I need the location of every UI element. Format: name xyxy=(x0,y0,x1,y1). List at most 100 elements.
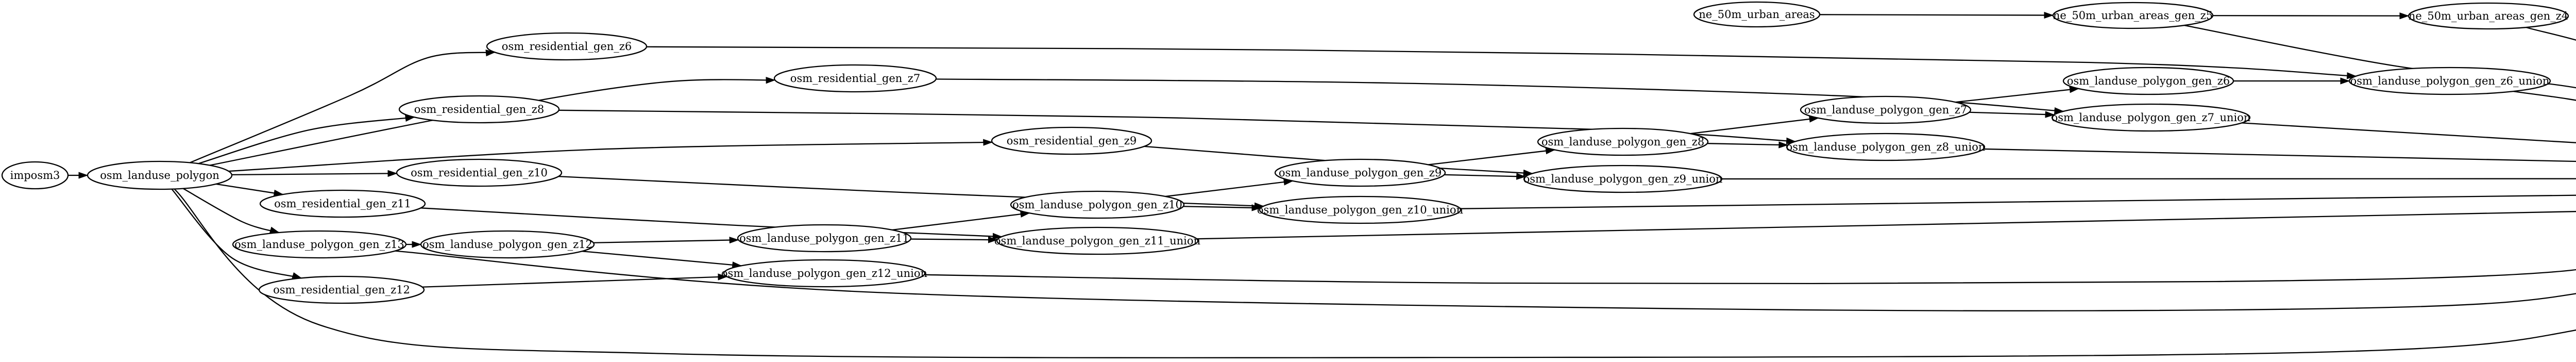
edge-osm_landuse_polygon-to-osm_landuse_polygon_gen_z13 xyxy=(182,188,280,234)
edge-osm_landuse_polygon_gen_z10_union-to-layer_landuse-z10 xyxy=(1460,194,2576,209)
node-osm_landuse_polygon_gen_z13: osm_landuse_polygon_gen_z13 xyxy=(232,230,407,259)
node-label-osm_landuse_polygon_gen_z11: osm_landuse_polygon_gen_z11 xyxy=(739,232,909,244)
edge-osm_landuse_polygon_gen_z10-to-osm_landuse_polygon_gen_z10_union xyxy=(1183,204,1262,211)
edge-osm_landuse_polygon_gen_z10-to-osm_landuse_polygon_gen_z9 xyxy=(1165,178,1294,198)
node-shape-osm_landuse_polygon_gen_z11_union xyxy=(996,226,1199,255)
node-shape-ne_50m_urban_areas_gen_z5 xyxy=(2052,2,2214,29)
edge-ne_50m_urban_areas_gen_z5-to-ne_50m_urban_areas_gen_z4 xyxy=(2212,12,2410,20)
node-shape-osm_residential_gen_z9 xyxy=(991,126,1153,155)
node-shape-osm_landuse_polygon_gen_z6 xyxy=(2062,67,2234,95)
node-shape-osm_landuse_polygon_gen_z10_union xyxy=(1259,195,1462,224)
node-shape-osm_residential_gen_z8 xyxy=(398,95,560,124)
node-shape-imposm3 xyxy=(1,161,69,190)
node-shape-osm_landuse_polygon_gen_z11 xyxy=(737,224,912,253)
node-shape-osm_landuse_polygon_gen_z9_union xyxy=(1523,164,1723,193)
node-label-osm_landuse_polygon_gen_z8_union: osm_landuse_polygon_gen_z8_union xyxy=(1786,141,1986,153)
edge-osm_landuse_polygon-to-osm_residential_gen_z10 xyxy=(231,170,398,177)
node-shape-osm_landuse_polygon_gen_z13 xyxy=(232,230,407,259)
node-osm_landuse_polygon_gen_z9: osm_landuse_polygon_gen_z9 xyxy=(1274,158,1446,187)
node-label-osm_residential_gen_z8: osm_residential_gen_z8 xyxy=(414,103,544,116)
edge-osm_landuse_polygon_gen_z7-to-osm_landuse_polygon_gen_z6 xyxy=(1955,86,2079,103)
node-osm_landuse_polygon_gen_z11_union: osm_landuse_polygon_gen_z11_union xyxy=(994,226,1200,255)
edge-ne_50m_urban_areas_gen_z4-to-layer_landuse-z4 xyxy=(2526,26,2576,41)
edges-layer xyxy=(68,11,2576,358)
edge-osm_landuse_polygon_gen_z9-to-osm_landuse_polygon_gen_z8 xyxy=(1428,147,1556,166)
edge-osm_residential_gen_z6-to-osm_landuse_polygon_gen_z6_union xyxy=(646,46,2357,79)
node-osm_landuse_polygon_gen_z7_union: osm_landuse_polygon_gen_z7_union xyxy=(2051,103,2251,132)
edge-osm_residential_gen_z12-to-osm_landuse_polygon_gen_z12_union xyxy=(422,273,728,288)
edge-osm_landuse_polygon-to-layer_landuse-z14+ xyxy=(174,188,2576,358)
node-osm_landuse_polygon_gen_z12_union: osm_landuse_polygon_gen_z12_union xyxy=(721,259,927,288)
edge-osm_landuse_polygon-to-osm_residential_gen_z8 xyxy=(198,114,415,164)
node-label-ne_50m_urban_areas: ne_50m_urban_areas xyxy=(1699,8,1815,21)
node-osm_landuse_polygon_gen_z8_union: osm_landuse_polygon_gen_z8_union xyxy=(1786,133,1986,161)
edge-osm_landuse_polygon_gen_z7-to-osm_landuse_polygon_gen_z7_union xyxy=(1969,111,2055,118)
node-osm_landuse_polygon_gen_z9_union: osm_landuse_polygon_gen_z9_union xyxy=(1523,164,1723,193)
edge-osm_landuse_polygon-to-osm_residential_gen_z7 xyxy=(209,77,776,166)
edge-osm_landuse_polygon_gen_z8-to-osm_landuse_polygon_gen_z7 xyxy=(1690,116,1819,135)
node-osm_landuse_polygon_gen_z6_union: osm_landuse_polygon_gen_z6_union xyxy=(2348,67,2551,95)
node-label-osm_landuse_polygon: osm_landuse_polygon xyxy=(100,169,219,182)
node-shape-osm_landuse_polygon_gen_z9 xyxy=(1274,158,1446,187)
node-label-osm_landuse_polygon_gen_z9_union: osm_landuse_polygon_gen_z9_union xyxy=(1523,173,1723,185)
node-osm_residential_gen_z8: osm_residential_gen_z8 xyxy=(398,95,560,124)
node-label-osm_landuse_polygon_gen_z13: osm_landuse_polygon_gen_z13 xyxy=(234,238,404,251)
edge-osm_landuse_polygon_gen_z11-to-osm_landuse_polygon_gen_z10 xyxy=(892,210,1030,231)
edge-osm_landuse_polygon_gen_z9-to-osm_landuse_polygon_gen_z9_union xyxy=(1444,173,1527,180)
node-label-osm_residential_gen_z12: osm_residential_gen_z12 xyxy=(273,284,410,296)
node-shape-osm_residential_gen_z7 xyxy=(773,64,937,93)
edge-osm_landuse_polygon_gen_z8-to-osm_landuse_polygon_gen_z8_union xyxy=(1707,141,1789,149)
node-label-osm_landuse_polygon_gen_z10: osm_landuse_polygon_gen_z10 xyxy=(1012,199,1182,211)
edge-osm_landuse_polygon-to-osm_residential_gen_z9 xyxy=(228,139,993,172)
node-label-osm_landuse_polygon_gen_z12: osm_landuse_polygon_gen_z12 xyxy=(422,238,592,251)
node-label-osm_landuse_polygon_gen_z9: osm_landuse_polygon_gen_z9 xyxy=(1279,167,1442,179)
node-label-osm_residential_gen_z10: osm_residential_gen_z10 xyxy=(411,167,548,179)
node-shape-osm_landuse_polygon_gen_z10 xyxy=(1010,190,1185,219)
node-shape-osm_landuse_polygon_gen_z7_union xyxy=(2051,103,2251,132)
node-shape-osm_landuse_polygon_gen_z8 xyxy=(1537,127,1709,156)
node-osm_landuse_polygon_gen_z7: osm_landuse_polygon_gen_z7 xyxy=(1800,95,1972,124)
node-shape-osm_residential_gen_z12 xyxy=(258,275,425,304)
node-ne_50m_urban_areas_gen_z4: ne_50m_urban_areas_gen_z4 xyxy=(2408,2,2569,30)
node-osm_landuse_polygon_gen_z10: osm_landuse_polygon_gen_z10 xyxy=(1010,190,1185,219)
edge-osm_landuse_polygon_gen_z11_union-to-layer_landuse-z11 xyxy=(1196,211,2576,240)
node-shape-ne_50m_urban_areas xyxy=(1693,1,1821,28)
node-osm_landuse_polygon: osm_landuse_polygon xyxy=(87,160,233,190)
node-shape-osm_residential_gen_z6 xyxy=(486,32,648,61)
node-label-imposm3: imposm3 xyxy=(10,169,60,182)
node-osm_landuse_polygon_gen_z10_union: osm_landuse_polygon_gen_z10_union xyxy=(1257,195,1463,224)
edge-osm_landuse_polygon_gen_z12-to-osm_landuse_polygon_gen_z12_union xyxy=(582,251,742,269)
node-label-osm_landuse_polygon_gen_z6: osm_landuse_polygon_gen_z6 xyxy=(2067,75,2230,87)
node-shape-osm_residential_gen_z10 xyxy=(396,158,563,187)
node-shape-osm_landuse_polygon_gen_z12_union xyxy=(723,259,926,288)
node-label-osm_landuse_polygon_gen_z12_union: osm_landuse_polygon_gen_z12_union xyxy=(721,267,927,279)
node-ne_50m_urban_areas_gen_z5: ne_50m_urban_areas_gen_z5 xyxy=(2052,2,2214,29)
node-label-osm_landuse_polygon_gen_z7_union: osm_landuse_polygon_gen_z7_union xyxy=(2052,111,2251,124)
edge-osm_landuse_polygon_gen_z8_union-to-layer_landuse-z8 xyxy=(1983,148,2576,162)
edge-ne_50m_urban_areas-to-ne_50m_urban_areas_gen_z5 xyxy=(1819,11,2054,19)
node-label-osm_residential_gen_z9: osm_residential_gen_z9 xyxy=(1007,135,1137,147)
node-label-osm_residential_gen_z7: osm_residential_gen_z7 xyxy=(790,72,920,85)
node-ne_50m_urban_areas: ne_50m_urban_areas xyxy=(1693,1,1821,28)
node-osm_landuse_polygon_gen_z12: osm_landuse_polygon_gen_z12 xyxy=(420,230,595,259)
edge-osm_landuse_polygon_gen_z12-to-osm_landuse_polygon_gen_z11 xyxy=(593,236,739,244)
node-osm_landuse_polygon_gen_z6: osm_landuse_polygon_gen_z6 xyxy=(2062,67,2234,95)
edge-osm_landuse_polygon_gen_z11-to-osm_landuse_polygon_gen_z11_union xyxy=(910,236,998,243)
node-label-osm_residential_gen_z6: osm_residential_gen_z6 xyxy=(502,40,632,53)
node-osm_landuse_polygon_gen_z8: osm_landuse_polygon_gen_z8 xyxy=(1537,127,1709,156)
node-label-osm_landuse_polygon_gen_z7: osm_landuse_polygon_gen_z7 xyxy=(1804,104,1967,116)
edge-osm_landuse_polygon-to-osm_residential_gen_z6 xyxy=(190,50,496,163)
edge-osm_landuse_polygon_gen_z6_union-to-layer_landuse-z6 xyxy=(2513,90,2576,101)
node-osm_landuse_polygon_gen_z11: osm_landuse_polygon_gen_z11 xyxy=(737,224,912,253)
edge-osm_landuse_polygon_gen_z13-to-layer_landuse-z13 xyxy=(395,250,2576,311)
node-shape-osm_landuse_polygon_gen_z8_union xyxy=(1786,133,1986,161)
node-shape-osm_landuse_polygon_gen_z6_union xyxy=(2348,67,2551,95)
node-osm_residential_gen_z11: osm_residential_gen_z11 xyxy=(259,189,426,218)
node-label-ne_50m_urban_areas_gen_z4: ne_50m_urban_areas_gen_z4 xyxy=(2409,10,2568,22)
edge-osm_landuse_polygon_gen_z7_union-to-layer_landuse-z7 xyxy=(2241,122,2576,143)
edge-osm_residential_gen_z11-to-osm_landuse_polygon_gen_z11_union xyxy=(420,207,1003,240)
edge-osm_landuse_polygon-to-osm_residential_gen_z11 xyxy=(215,183,284,196)
node-imposm3: imposm3 xyxy=(1,161,69,190)
node-label-osm_landuse_polygon_gen_z8: osm_landuse_polygon_gen_z8 xyxy=(1541,136,1704,148)
